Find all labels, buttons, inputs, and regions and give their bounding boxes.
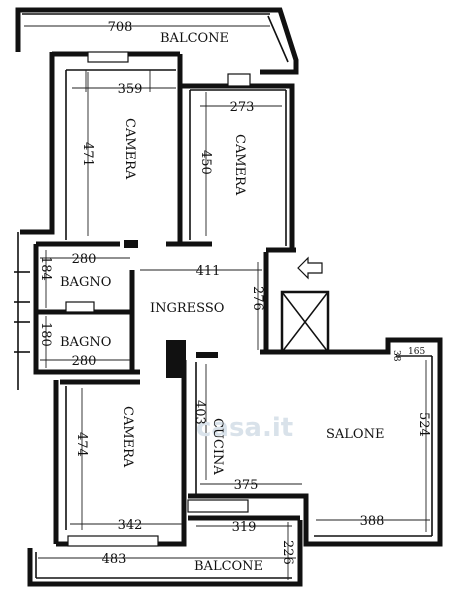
dim-balcone-bottom-width: 483 bbox=[102, 552, 127, 567]
dim-balcone-mid-width: 319 bbox=[232, 520, 257, 535]
dim-ingresso-height: 276 bbox=[250, 286, 265, 311]
label-balcone-bottom: BALCONE bbox=[194, 559, 263, 574]
dim-balcone-top-width: 708 bbox=[108, 20, 133, 35]
dim-balcone-bottom-depth: 226 bbox=[280, 540, 295, 565]
label-ingresso: INGRESSO bbox=[150, 301, 224, 316]
dim-salone-small-b: 38 bbox=[391, 350, 401, 362]
dim-cucina-width: 375 bbox=[234, 478, 259, 493]
dim-salone-width: 388 bbox=[360, 514, 385, 529]
dim-camera-3-height: 474 bbox=[74, 432, 89, 457]
windows bbox=[65, 51, 251, 547]
dim-camera-1-height: 471 bbox=[80, 142, 95, 167]
label-camera-3: CAMERA bbox=[120, 406, 135, 468]
watermark: casa.it bbox=[196, 413, 293, 443]
label-camera-1: CAMERA bbox=[122, 118, 137, 180]
dim-camera-2-height: 450 bbox=[198, 150, 213, 175]
dim-camera-2-width: 273 bbox=[230, 100, 255, 115]
dim-cucina-height: 403 bbox=[192, 400, 207, 425]
dim-salone-small-a: 165 bbox=[408, 347, 425, 357]
dim-bagno-2-width: 280 bbox=[72, 354, 97, 369]
stairwell-cross-icon bbox=[280, 290, 330, 354]
label-camera-2: CAMERA bbox=[232, 134, 247, 196]
dim-salone-height: 524 bbox=[416, 412, 431, 437]
dim-camera-3-width: 342 bbox=[118, 518, 143, 533]
dim-bagno-2-height: 180 bbox=[38, 322, 53, 347]
dim-bagno-1-width: 280 bbox=[72, 252, 97, 267]
label-cucina: CUCINA bbox=[210, 418, 225, 475]
label-bagno-1: BAGNO bbox=[60, 275, 111, 290]
dim-ingresso-width: 411 bbox=[196, 264, 221, 279]
dim-camera-1-width: 359 bbox=[118, 82, 143, 97]
label-salone: SALONE bbox=[326, 427, 384, 442]
label-balcone-top: BALCONE bbox=[160, 31, 229, 46]
dim-bagno-1-height: 184 bbox=[38, 256, 53, 281]
label-bagno-2: BAGNO bbox=[60, 335, 111, 350]
entrance-arrow-icon bbox=[297, 256, 323, 280]
dimension-lines bbox=[24, 25, 430, 580]
balcone-top bbox=[15, 7, 299, 75]
